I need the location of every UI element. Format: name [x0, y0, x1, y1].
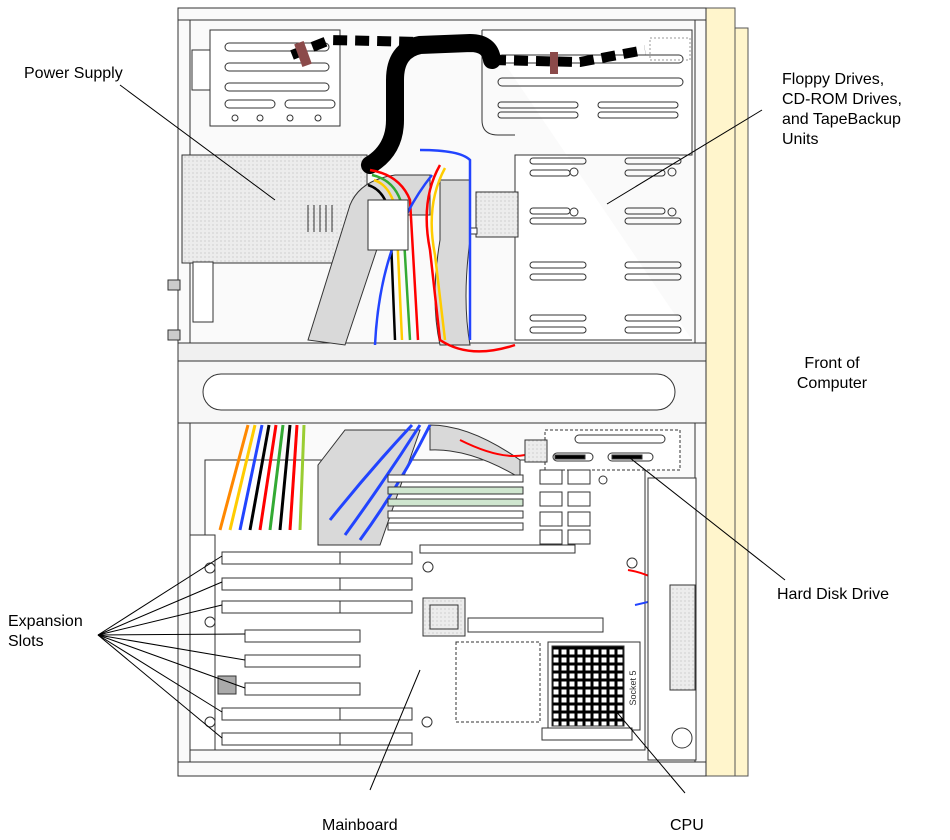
label-expansion-slots: Expansion Slots — [8, 612, 108, 652]
front-bezel — [704, 7, 749, 777]
power-supply — [167, 154, 368, 341]
cpu — [455, 641, 641, 741]
callout-lines — [97, 84, 786, 794]
label-floppy-line-2: CD-ROM Drives, — [782, 91, 902, 108]
label-expansion-line-2: Slots — [8, 633, 44, 650]
label-floppy-line-3: and TapeBackup — [782, 111, 901, 128]
label-mainboard: Mainboard — [322, 817, 398, 834]
label-floppy-line-1: Floppy Drives, — [782, 71, 885, 88]
label-front-of-computer: Front of Computer — [782, 354, 882, 394]
expansion-slot-1 — [221, 551, 413, 565]
hard-disk-drive — [524, 429, 681, 471]
expansion-slot-7 — [221, 707, 413, 721]
label-hard-disk-drive: Hard Disk Drive — [777, 586, 890, 603]
expansion-slot-4 — [244, 629, 361, 643]
label-front-line-2: Computer — [796, 375, 868, 392]
label-front-line-1: Front of — [804, 355, 860, 372]
socket-label: Socket 5 — [628, 670, 638, 705]
ribbon-cables-lower — [317, 424, 521, 546]
label-expansion-line-1: Expansion — [8, 613, 83, 630]
drive-unit — [464, 191, 519, 238]
side-bay — [647, 477, 697, 761]
wire-bundle-upper — [367, 148, 516, 353]
memory-slots — [387, 474, 576, 554]
wire-bundle-lower — [218, 423, 696, 746]
label-cpu: CPU — [670, 817, 704, 834]
label-floppy-line-4: Units — [782, 131, 819, 148]
expansion-slots — [204, 551, 638, 746]
chipset — [422, 597, 466, 637]
drive-cage — [481, 29, 693, 341]
ribbon-cables-upper — [307, 174, 471, 346]
expansion-slot-8 — [221, 732, 413, 746]
power-cable — [290, 33, 691, 174]
expansion-slot-2 — [221, 577, 413, 591]
expansion-slot-6 — [244, 682, 361, 696]
expansion-slot-3 — [221, 600, 413, 614]
chip-array — [539, 469, 608, 545]
label-power-supply: Power Supply — [24, 65, 123, 82]
label-floppy-drives: Floppy Drives, CD-ROM Drives, and TapeBa… — [782, 70, 932, 150]
expansion-slot-5 — [244, 654, 361, 668]
